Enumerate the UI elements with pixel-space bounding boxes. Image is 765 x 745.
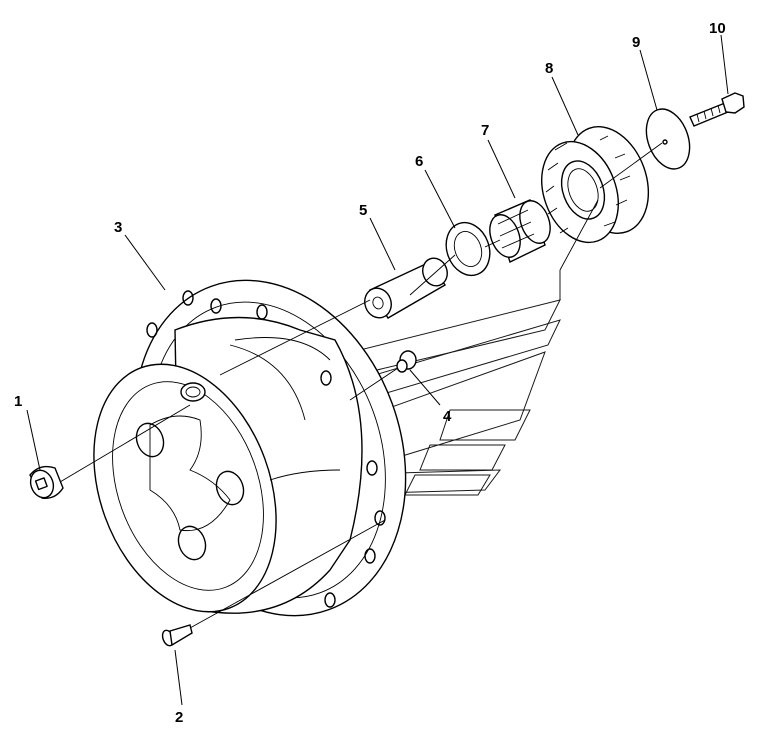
callout-3: 3 — [114, 219, 122, 236]
callout-5: 5 — [359, 202, 367, 219]
small-plug — [396, 350, 417, 373]
callout-labels: 1 2 3 4 5 6 7 8 9 10 — [14, 20, 726, 726]
retaining-disc — [645, 108, 691, 170]
countersunk-screw — [161, 624, 193, 647]
callout-7: 7 — [481, 122, 489, 139]
hex-bolt — [689, 92, 745, 127]
callout-8: 8 — [545, 60, 553, 77]
planet-gear — [541, 126, 650, 244]
callout-9: 9 — [632, 34, 640, 51]
needle-bearing — [489, 199, 551, 263]
callout-10: 10 — [709, 20, 726, 37]
callout-1: 1 — [14, 393, 22, 410]
hub-housing — [93, 279, 407, 617]
shaft-pin — [364, 257, 448, 319]
callout-4: 4 — [443, 408, 452, 425]
drain-plug — [29, 465, 64, 499]
leader-lines — [26, 34, 729, 706]
callout-6: 6 — [415, 153, 423, 170]
callout-2: 2 — [175, 709, 183, 726]
thrust-washer — [445, 221, 491, 277]
